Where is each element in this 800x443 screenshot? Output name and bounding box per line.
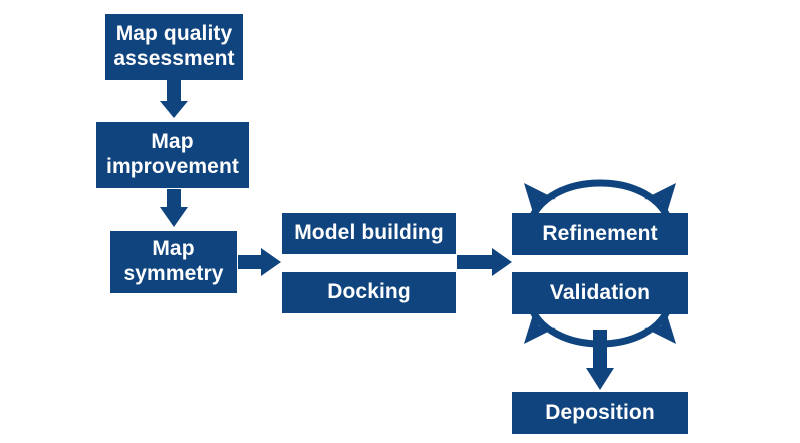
node-label-line2: improvement — [106, 155, 239, 178]
node-label: Validation — [549, 280, 651, 304]
arrow-symmetry-to-building — [238, 248, 281, 276]
node-docking[interactable]: Docking — [282, 272, 456, 313]
node-validation[interactable]: Validation — [512, 272, 688, 314]
arrow-quality-to-improvement — [160, 80, 188, 118]
node-label: Refinement — [542, 221, 658, 245]
node-label: Model building — [294, 221, 444, 245]
cycle-top-right-arrowhead — [644, 183, 676, 216]
node-label-line1: Map — [151, 130, 194, 154]
node-label: Map symmetry — [116, 237, 231, 287]
node-deposition[interactable]: Deposition — [512, 392, 688, 434]
cycle-bottom-right-arrowhead — [644, 311, 676, 344]
node-model-building[interactable]: Model building — [282, 213, 456, 254]
node-map-improvement[interactable]: Map improvement — [96, 122, 249, 188]
cycle-bottom-left-arrowhead — [524, 311, 556, 344]
arrow-building-to-refinement — [457, 248, 512, 276]
node-label-line2: assessment — [113, 47, 235, 70]
node-label-line2: symmetry — [123, 262, 224, 285]
node-label-line1: Map — [152, 237, 195, 261]
node-label: Map quality assessment — [111, 22, 237, 72]
node-refinement[interactable]: Refinement — [512, 213, 688, 255]
arrow-improvement-to-symmetry — [160, 189, 188, 227]
node-label: Docking — [327, 280, 411, 304]
arrow-cycle-to-deposition — [586, 330, 614, 390]
cycle-top-left-arrowhead — [524, 183, 556, 216]
node-map-quality-assessment[interactable]: Map quality assessment — [105, 14, 243, 80]
node-label: Map improvement — [102, 130, 243, 180]
node-label: Deposition — [545, 400, 655, 424]
node-label-line1: Map quality — [115, 22, 233, 46]
node-map-symmetry[interactable]: Map symmetry — [110, 231, 237, 293]
